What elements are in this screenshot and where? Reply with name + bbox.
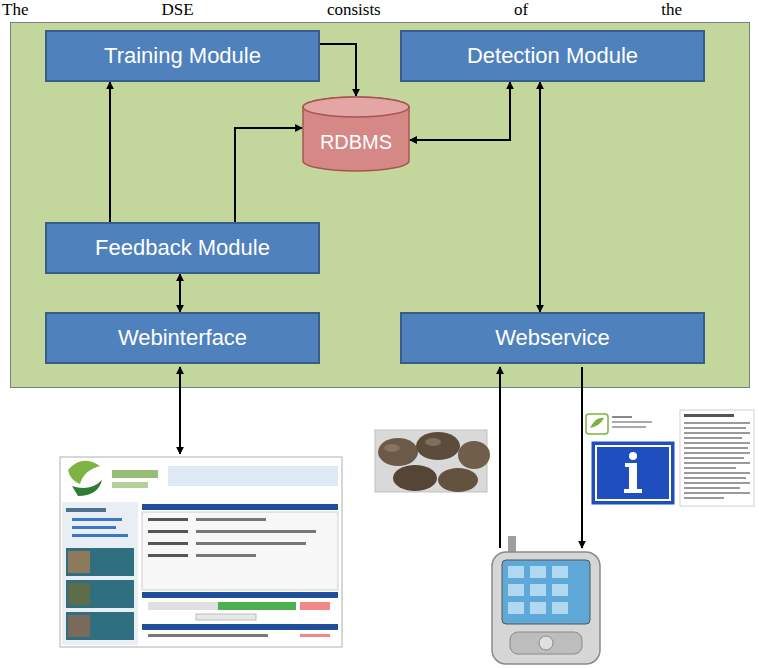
module-box: Training Module (45, 30, 320, 82)
connector-arrow (235, 128, 302, 222)
node-label: Webinterface (118, 325, 247, 351)
info-result (586, 410, 754, 506)
connector-arrow (410, 82, 510, 140)
connector-arrow (320, 44, 356, 96)
connector-arrow (179, 274, 181, 312)
node-label: Training Module (104, 43, 261, 69)
module-box: Feedback Module (45, 222, 320, 274)
intro-text: The DSE consists of the (2, 0, 682, 20)
interface-box: Webservice (400, 312, 705, 364)
mobile-phone (492, 536, 600, 664)
database-cylinder: RDBMS (302, 96, 410, 172)
node-label: Webservice (495, 325, 610, 351)
wire (179, 367, 181, 454)
wire (581, 367, 583, 548)
webpage-screenshot (60, 457, 342, 647)
kiwi-photo (375, 430, 490, 492)
module-box: Detection Module (400, 30, 705, 82)
interface-box: Webinterface (45, 312, 320, 364)
node-label: Detection Module (467, 43, 638, 69)
node-label: Feedback Module (95, 235, 270, 261)
wire (499, 367, 501, 548)
connector-arrow (109, 82, 111, 222)
connector-arrow (539, 82, 541, 312)
node-label: RDBMS (320, 131, 392, 154)
